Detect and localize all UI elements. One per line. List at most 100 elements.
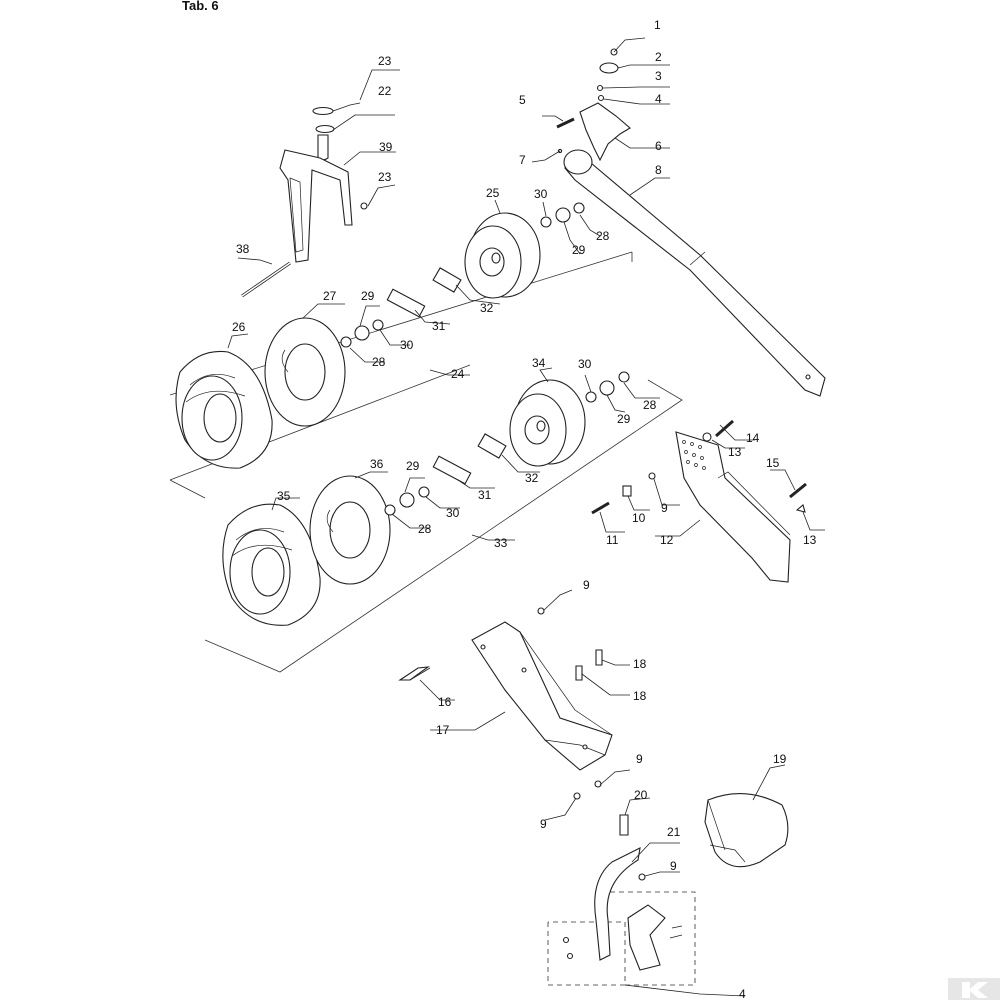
bearing-29-c bbox=[399, 492, 415, 508]
washer-30 bbox=[372, 319, 384, 331]
sleeve-10 bbox=[622, 485, 632, 497]
callout-13-a: 13 bbox=[728, 445, 742, 459]
callout-23-b: 23 bbox=[378, 170, 392, 184]
callout-11: 11 bbox=[606, 533, 619, 547]
callout-32-a: 32 bbox=[480, 301, 494, 315]
tine-21 bbox=[594, 847, 646, 961]
callout-28-a: 28 bbox=[372, 355, 386, 369]
callout-7: 7 bbox=[519, 153, 526, 167]
callout-1: 1 bbox=[654, 18, 661, 32]
guard-19 bbox=[704, 793, 789, 868]
callout-5: 5 bbox=[519, 93, 526, 107]
callout-4: 4 bbox=[655, 92, 662, 106]
adjustment-bracket-12 bbox=[591, 419, 807, 583]
callout-17: 17 bbox=[436, 723, 450, 737]
page-title: Tab. 6 bbox=[182, 0, 219, 13]
rim-25 bbox=[464, 212, 541, 299]
callout-18-b: 18 bbox=[633, 689, 647, 703]
bearing-29-d bbox=[599, 380, 615, 396]
callout-33: 33 bbox=[494, 536, 508, 550]
callout-30-b: 30 bbox=[534, 187, 548, 201]
callout-28-b: 28 bbox=[596, 229, 610, 243]
callout-3: 3 bbox=[655, 69, 662, 83]
rim-34 bbox=[509, 379, 586, 467]
washer-3 bbox=[596, 84, 604, 92]
callout-10: 10 bbox=[632, 511, 646, 525]
callout-28-c: 28 bbox=[643, 398, 657, 412]
bracket-39 bbox=[279, 106, 368, 263]
callout-29-c: 29 bbox=[617, 412, 631, 426]
spacer-32 bbox=[432, 267, 462, 293]
callout-16: 16 bbox=[438, 695, 452, 709]
callout-29-d: 29 bbox=[406, 459, 420, 473]
bolt-20 bbox=[619, 814, 629, 836]
callout-30-c: 30 bbox=[578, 357, 592, 371]
inner-tube-36 bbox=[309, 475, 391, 585]
leader-lines bbox=[227, 37, 825, 997]
washer-28 bbox=[340, 336, 352, 348]
clip-13-b bbox=[795, 504, 806, 513]
callout-9-d: 9 bbox=[540, 817, 547, 831]
clip-13 bbox=[702, 432, 712, 442]
callout-19: 19 bbox=[773, 752, 787, 766]
assembly-frame-33 bbox=[169, 379, 683, 673]
assembly-frame-4 bbox=[547, 891, 696, 986]
callout-29-a: 29 bbox=[361, 289, 375, 303]
callout-18-a: 18 bbox=[633, 657, 647, 671]
callout-24: 24 bbox=[451, 367, 465, 381]
callout-22: 22 bbox=[378, 84, 392, 98]
spacer-31 bbox=[386, 288, 426, 318]
callout-13-b: 13 bbox=[803, 533, 817, 547]
bolt-18-b bbox=[575, 665, 583, 681]
nut-23 bbox=[360, 202, 368, 210]
nut-4 bbox=[597, 94, 605, 102]
callout-12: 12 bbox=[660, 533, 674, 547]
callout-14: 14 bbox=[746, 431, 760, 445]
bearing-29-b bbox=[555, 207, 571, 223]
washer-30-d bbox=[585, 391, 597, 403]
nut-9-c bbox=[573, 792, 581, 800]
bolt-18 bbox=[595, 649, 603, 666]
callout-15: 15 bbox=[766, 456, 780, 470]
washer-22 bbox=[315, 124, 335, 134]
callout-34: 34 bbox=[532, 356, 546, 370]
callouts: 1 2 3 4 5 6 7 8 9 9 9 9 9 10 11 12 13 13… bbox=[232, 18, 817, 1000]
bearing-29 bbox=[354, 325, 370, 341]
callout-29-b: 29 bbox=[572, 243, 586, 257]
callout-25: 25 bbox=[486, 186, 500, 200]
cap-2 bbox=[599, 62, 619, 74]
washer-30-c bbox=[418, 486, 430, 498]
callout-28-d: 28 bbox=[418, 522, 432, 536]
callout-20: 20 bbox=[634, 788, 648, 802]
callout-31-a: 31 bbox=[432, 319, 446, 333]
callout-9-a: 9 bbox=[661, 501, 668, 515]
callout-38: 38 bbox=[236, 242, 250, 256]
brand-logo bbox=[948, 978, 1000, 1000]
callout-2: 2 bbox=[655, 50, 662, 64]
callout-9-e: 9 bbox=[670, 859, 677, 873]
callout-6: 6 bbox=[655, 139, 662, 153]
washer-28-d bbox=[618, 371, 630, 383]
nut-9 bbox=[648, 472, 656, 480]
callout-35: 35 bbox=[277, 489, 291, 503]
inner-tube-27 bbox=[264, 317, 346, 427]
head-parts bbox=[556, 48, 631, 162]
callout-36: 36 bbox=[370, 457, 384, 471]
callout-30-d: 30 bbox=[446, 506, 460, 520]
tyre-26 bbox=[175, 350, 273, 469]
tyre-35 bbox=[222, 503, 321, 626]
callout-26: 26 bbox=[232, 320, 246, 334]
wheel-assembly-24 bbox=[175, 202, 585, 469]
callout-4-b: 4 bbox=[739, 987, 746, 1000]
spacer-31-b bbox=[432, 455, 472, 485]
nut-9-e bbox=[638, 873, 646, 881]
handle-8 bbox=[563, 149, 826, 397]
callout-31-b: 31 bbox=[478, 488, 492, 502]
bracket-6 bbox=[579, 102, 631, 162]
o-ring-23 bbox=[312, 106, 334, 116]
wheel-assembly-33 bbox=[222, 371, 630, 626]
nut-9-d bbox=[594, 780, 602, 788]
nut-9-b bbox=[537, 607, 545, 615]
callout-27: 27 bbox=[323, 289, 337, 303]
